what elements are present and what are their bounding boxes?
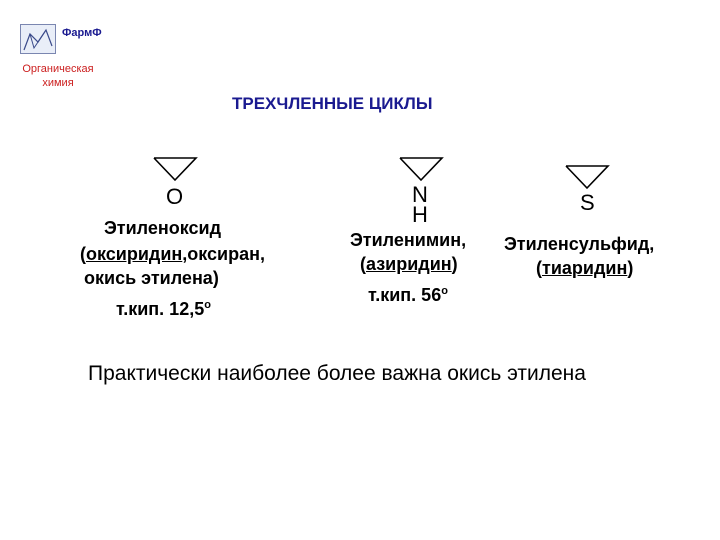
logo-icon <box>20 24 56 54</box>
atom-oxygen: O <box>166 184 184 209</box>
compound-aliases: (оксиридин,оксиран, <box>80 244 265 265</box>
compound-aliases: (тиаридин) <box>536 258 633 279</box>
conclusion-text: Практически наиболее более важна окись э… <box>88 362 586 385</box>
ring-icon <box>399 157 444 182</box>
subject-line-1: Органическая <box>22 63 94 75</box>
compound-aliases: (азиридин) <box>360 254 458 275</box>
alias-underlined: оксиридин <box>86 244 183 264</box>
logo-text: ФармФ <box>62 27 102 39</box>
bp-label: т.кип. 12,5 <box>116 299 205 319</box>
alias-rest: ,оксиран, <box>182 244 266 264</box>
bp-degree: о <box>204 299 211 311</box>
compound-name: Этиленимин, <box>350 230 467 250</box>
paren-open: ( <box>536 258 542 278</box>
atom-sulfur: S <box>580 190 595 215</box>
bp-label: т.кип. 56 <box>368 285 442 305</box>
bp-degree: о <box>441 285 448 297</box>
alias-underlined: азиридин <box>366 254 452 274</box>
subject-label: Органическая химия <box>6 62 110 90</box>
ring-icon <box>565 165 610 190</box>
boiling-point: т.кип. 56о <box>368 285 448 306</box>
page-title: ТРЕХЧЛЕННЫЕ ЦИКЛЫ <box>232 94 433 113</box>
paren-open: ( <box>80 244 86 264</box>
ring-icon <box>153 157 198 182</box>
paren-close: ) <box>451 254 458 274</box>
subject-line-2: химия <box>42 77 74 89</box>
atom-hydrogen: H <box>412 202 428 227</box>
paren-open: ( <box>360 254 366 274</box>
compound-name: Этиленоксид <box>104 218 222 238</box>
alias-underlined: тиаридин <box>542 258 628 278</box>
compound-name: Этиленсульфид, <box>504 234 655 254</box>
atom-nitrogen: N <box>412 182 428 207</box>
compound-alias-line2: окись этилена) <box>84 268 219 288</box>
boiling-point: т.кип. 12,5о <box>116 299 211 320</box>
paren-close: ) <box>627 258 634 278</box>
